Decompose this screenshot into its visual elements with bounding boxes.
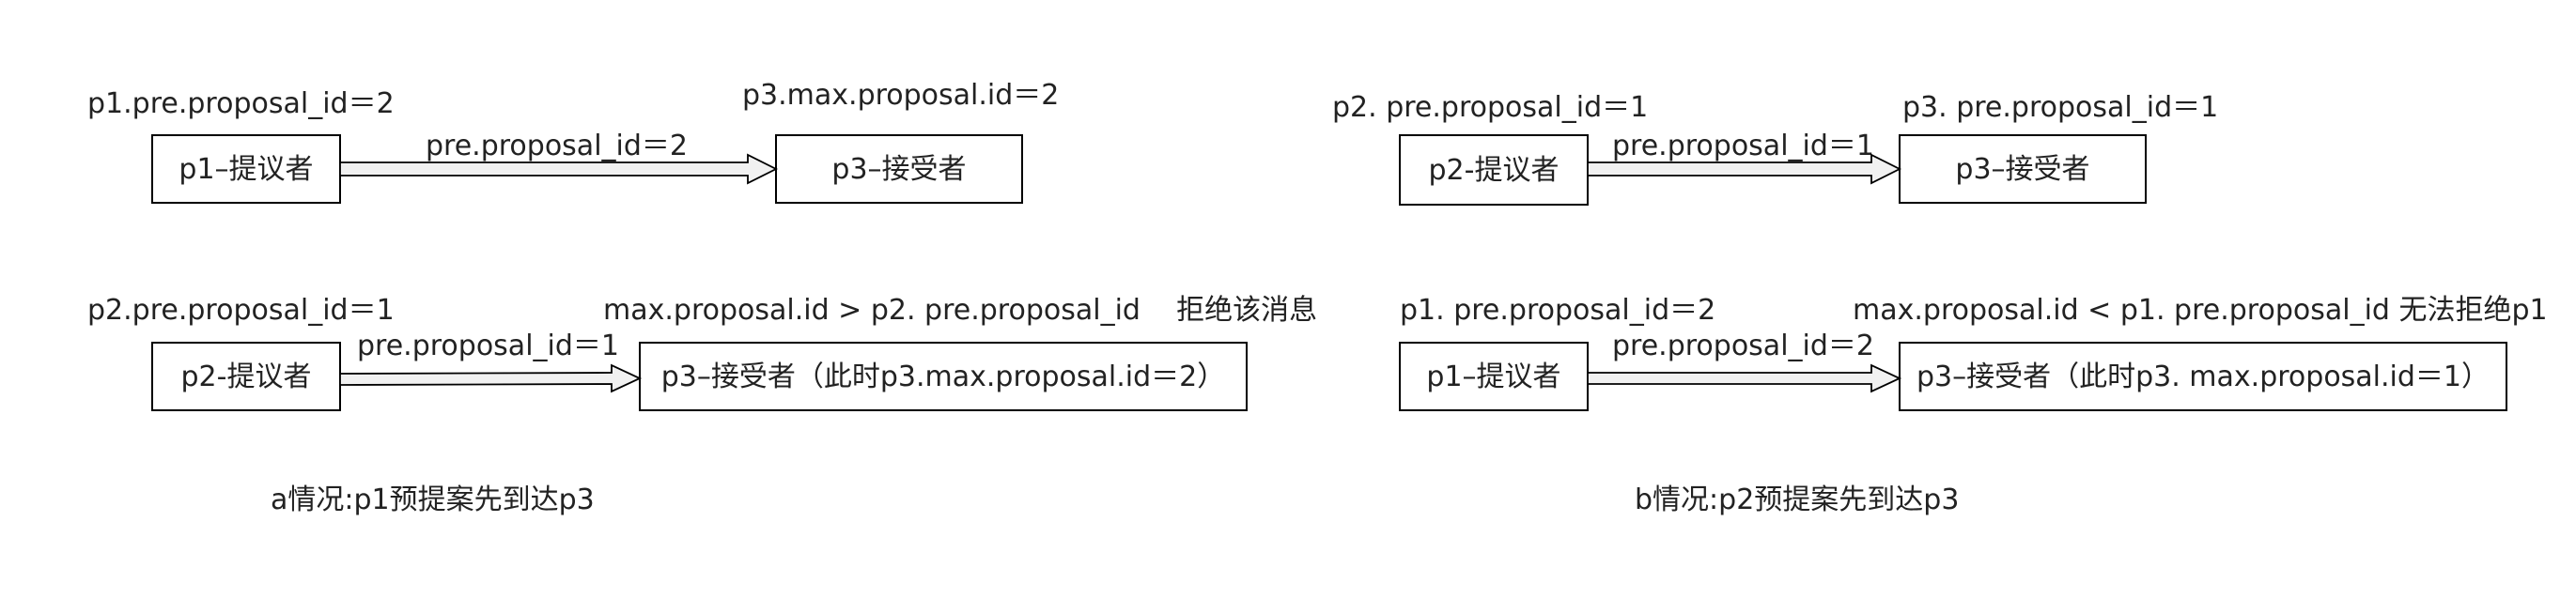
scenario-a-top-acceptor-box-label: p3–接受者 — [831, 153, 966, 186]
scenario-a-caption: a情况:p1预提案先到达p3 — [271, 484, 595, 516]
scenario-b-bottom-acceptor-label: max.proposal.id < p1. pre.proposal_id 无法… — [1853, 294, 2548, 327]
scenario-b-bottom-arrow — [1587, 363, 1902, 393]
scenario-b-bottom-row: p1. pre.proposal_id＝2 max.proposal.id < … — [1399, 294, 2548, 411]
scenario-a-top-row: p1.pre.proposal_id＝2 p3.max.proposal.id＝… — [87, 79, 1059, 204]
scenario-b: p2. pre.proposal_id＝1 p3. pre.proposal_i… — [1332, 91, 2548, 516]
scenario-a-top-arrow — [339, 153, 779, 185]
scenario-b-top-acceptor-label: p3. pre.proposal_id＝1 — [1902, 91, 2218, 124]
scenario-b-top-proposer-label: p2. pre.proposal_id＝1 — [1332, 91, 1648, 124]
scenario-a-bottom-acceptor-box-label: p3–接受者（此时p3.max.proposal.id＝2） — [661, 361, 1226, 393]
scenario-a-top-proposer-box — [151, 134, 341, 204]
scenario-a-top-arrow-label: pre.proposal_id＝2 — [426, 130, 688, 162]
scenario-a-top-proposer-box-label: p1–提议者 — [178, 153, 313, 186]
scenario-a-top-proposer-label: p1.pre.proposal_id＝2 — [87, 87, 395, 120]
scenario-a-bottom-proposer-label: p2.pre.proposal_id＝1 — [87, 294, 395, 327]
scenario-a-bottom-proposer-box-label: p2-提议者 — [181, 361, 312, 393]
scenario-b-bottom-arrow-label: pre.proposal_id＝2 — [1612, 330, 1874, 362]
scenario-b-top-arrow-label: pre.proposal_id＝1 — [1612, 130, 1874, 162]
scenario-b-bottom-acceptor-box — [1899, 342, 2507, 411]
scenario-b-top-proposer-box-label: p2-提议者 — [1429, 154, 1560, 187]
scenario-a-bottom-arrow — [339, 363, 643, 393]
scenario-a-bottom-arrow-label: pre.proposal_id＝1 — [357, 330, 619, 362]
scenario-a-top-acceptor-label: p3.max.proposal.id＝2 — [742, 79, 1059, 112]
scenario-b-bottom-acceptor-box-label: p3–接受者（此时p3. max.proposal.id＝1） — [1916, 361, 2490, 393]
scenario-b-bottom-proposer-label: p1. pre.proposal_id＝2 — [1400, 294, 1715, 327]
scenario-a-bottom-acceptor-box — [639, 342, 1248, 411]
scenario-b-caption: b情况:p2预提案先到达p3 — [1635, 484, 1959, 516]
scenario-a-top-acceptor-box — [775, 134, 1023, 204]
scenario-a-bottom-acceptor-label: max.proposal.id > p2. pre.proposal_id 拒绝… — [603, 294, 1317, 327]
scenario-b-top-acceptor-box-label: p3–接受者 — [1955, 153, 2089, 186]
scenario-b-bottom-proposer-box-label: p1–提议者 — [1426, 361, 1560, 393]
scenario-a: p1.pre.proposal_id＝2 p3.max.proposal.id＝… — [87, 79, 1317, 516]
scenario-a-bottom-row: p2.pre.proposal_id＝1 max.proposal.id > p… — [87, 294, 1317, 411]
scenario-b-top-row: p2. pre.proposal_id＝1 p3. pre.proposal_i… — [1332, 91, 2218, 206]
scenario-b-top-arrow — [1587, 153, 1902, 185]
scenario-b-bottom-proposer-box — [1399, 342, 1589, 411]
scenario-b-top-proposer-box — [1399, 134, 1589, 206]
